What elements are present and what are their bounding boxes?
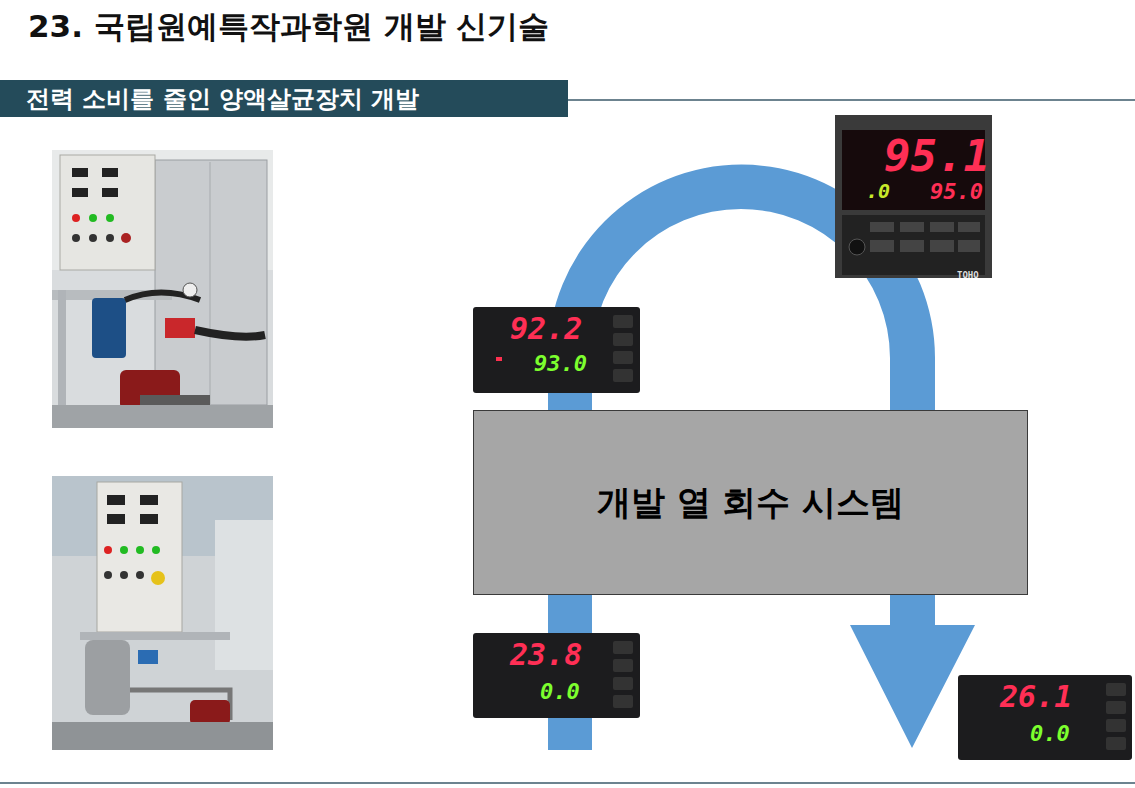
readout-holder: 92.2 [510,312,582,345]
temperature-controller [473,633,640,718]
readout-holder: 0.0 [540,680,580,704]
node-text: 전력 소비를 줄인 양액살균장치 개발 [26,83,419,115]
temperature-controller [473,307,640,393]
footer-rule [0,782,1135,784]
readout-holder: 26.1 [1000,680,1072,713]
page-title: 23. 국립원예특작과학원 개발 신기술 [28,6,549,48]
readout-holder: 23.8 [510,638,582,671]
temperature-readout: 0.0 [540,680,580,704]
header-rule [560,99,1135,101]
brand-label: TOHO [957,271,979,281]
temperature-readout: 23.8 [510,638,582,671]
readout-holder: TOHO [957,263,979,282]
temperature-readout: 92.2 [510,312,582,345]
readout-holder: 0.0 [1030,722,1070,746]
readout-holder: 95.1 [884,132,990,180]
process-box: 개발 열 회수 시스템 [473,410,1028,595]
temperature-readout: 26.1 [1000,680,1072,713]
temperature-controller [835,115,992,278]
temperature-controller [958,675,1132,760]
readout-holder: .0 [866,180,890,202]
equipment-photo [52,150,273,428]
temperature-readout: 95.0 [930,180,983,204]
temperature-readout: 0.0 [1030,722,1070,746]
section-band: 전력 소비를 줄인 양액살균장치 개발 [0,80,568,117]
readout-holder: 95.0 [930,180,983,204]
node-text: 개발 열 회수 시스템 [597,480,905,526]
temperature-readout: 93.0 [534,352,587,376]
temperature-readout: .0 [866,180,890,202]
temperature-readout: 95.1 [884,132,990,180]
readout-holder: 93.0 [534,352,587,376]
equipment-photo [52,476,273,750]
